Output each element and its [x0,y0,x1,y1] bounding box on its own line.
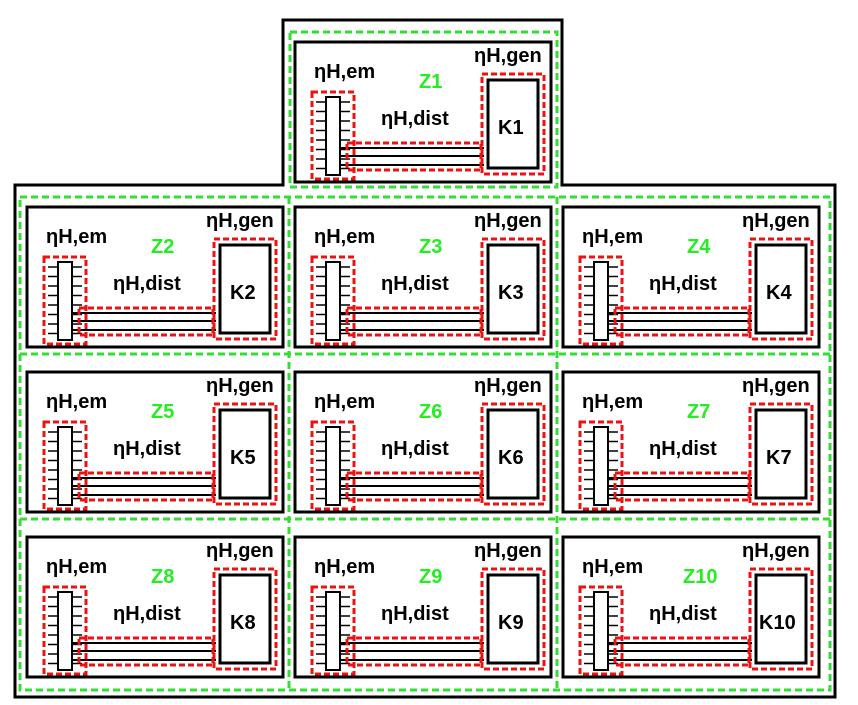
zone-boundary-top [288,30,559,189]
generation-boundary [480,567,546,671]
generation-boundary [748,237,814,341]
radiator-icon [57,591,73,671]
room-box [561,205,821,349]
radiator-icon [593,261,609,341]
emission-boundary [42,255,88,346]
room-box [25,370,285,514]
generator-box [218,243,272,335]
generator-box [754,243,808,335]
emission-boundary [310,585,356,676]
zone-3 [293,205,553,349]
distribution-boundary [345,141,483,172]
room-box [561,370,821,514]
room-box [293,205,553,349]
emission-boundary [42,585,88,676]
zone-4 [561,205,821,349]
distribution-boundary [345,636,483,667]
zone-1 [293,40,553,184]
generator-box [218,573,272,665]
generation-boundary [480,402,546,506]
radiator-icon [325,261,341,341]
generator-box [486,408,540,500]
distribution-boundary [345,471,483,502]
distribution-boundary [613,306,751,337]
generator-box [486,78,540,170]
generation-boundary [748,402,814,506]
room-box [293,370,553,514]
zone-boundary-grid [18,195,832,692]
distribution-boundary [77,636,215,667]
room-box [25,535,285,679]
zone-9 [293,535,553,679]
generator-box [754,573,808,665]
room-box [25,205,285,349]
emission-boundary [310,420,356,511]
room-box [293,40,553,184]
zone-6 [293,370,553,514]
zone-7 [561,370,821,514]
emission-boundary [578,420,624,511]
generator-box [754,408,808,500]
generator-box [486,573,540,665]
distribution-boundary [613,471,751,502]
generation-boundary [480,72,546,176]
distribution-boundary [77,306,215,337]
distribution-boundary [613,636,751,667]
zone-10 [561,535,821,679]
building-outline [13,18,837,699]
generation-boundary [748,567,814,671]
emission-boundary [578,585,624,676]
radiator-icon [593,591,609,671]
generation-boundary [480,237,546,341]
emission-boundary [42,420,88,511]
zone-8 [25,535,285,679]
room-box [561,535,821,679]
distribution-boundary [345,306,483,337]
emission-boundary [578,255,624,346]
radiator-icon [325,426,341,506]
zone-5 [25,370,285,514]
radiator-icon [325,591,341,671]
radiator-icon [593,426,609,506]
generation-boundary [212,237,278,341]
radiator-icon [325,96,341,176]
generator-box [486,243,540,335]
emission-boundary [310,255,356,346]
radiator-icon [57,261,73,341]
room-box [293,535,553,679]
emission-boundary [310,90,356,181]
zone-2 [25,205,285,349]
distribution-boundary [77,471,215,502]
generator-box [218,408,272,500]
radiator-icon [57,426,73,506]
generation-boundary [212,402,278,506]
generation-boundary [212,567,278,671]
